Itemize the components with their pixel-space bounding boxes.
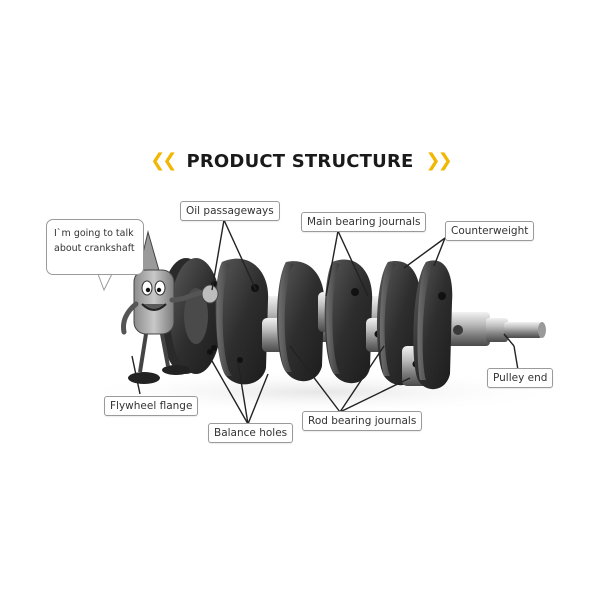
- label-balance-holes: Balance holes: [208, 423, 294, 443]
- product-structure-header: ❮❮ PRODUCT STRUCTURE ❯❯: [0, 146, 600, 176]
- speech-bubble-tail: [97, 273, 113, 292]
- label-pulley-end: Pulley end: [487, 368, 554, 388]
- label-oil-passageways: Oil passageways: [180, 201, 280, 221]
- page-title: PRODUCT STRUCTURE: [186, 150, 414, 172]
- crank-web-1: [215, 258, 269, 385]
- label-flywheel-flange: Flywheel flange: [104, 396, 199, 416]
- chevron-left-icon: ❮❮: [150, 150, 177, 171]
- label-rod-bearing-journals: Rod bearing journals: [302, 411, 423, 431]
- label-counterweight: Counterweight: [445, 221, 535, 241]
- label-main-bearing-journals: Main bearing journals: [301, 212, 427, 232]
- chevron-right-icon: ❯❯: [425, 150, 453, 171]
- leader-lines: [131, 219, 519, 425]
- pulley-end-shaft: [440, 312, 546, 346]
- speech-bubble-line-1: I`m going to talk: [54, 228, 134, 239]
- counterweight: [413, 260, 453, 390]
- speech-bubble-line-2: about crankshaft: [54, 243, 135, 254]
- crank-web-3: [324, 259, 373, 384]
- crank-web-2: [277, 261, 325, 382]
- speech-bubble: I`m going to talk about crankshaft: [46, 219, 144, 275]
